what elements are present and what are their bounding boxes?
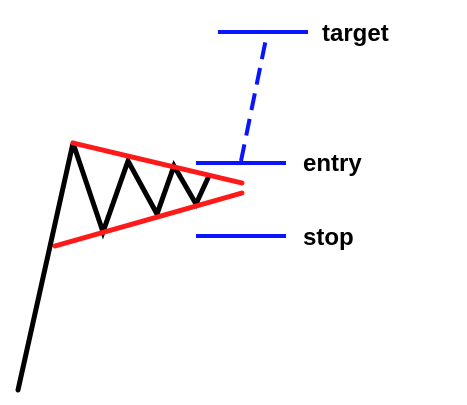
target-label: target	[322, 20, 389, 47]
projection-dashed-line	[239, 33, 269, 162]
price-zigzag-line	[70, 140, 211, 240]
pennant-lower-line	[52, 190, 245, 249]
pennant-upper-line	[70, 140, 245, 186]
flagpole-line	[15, 140, 76, 393]
entry-label: entry	[303, 150, 362, 177]
stop-label: stop	[303, 224, 354, 251]
